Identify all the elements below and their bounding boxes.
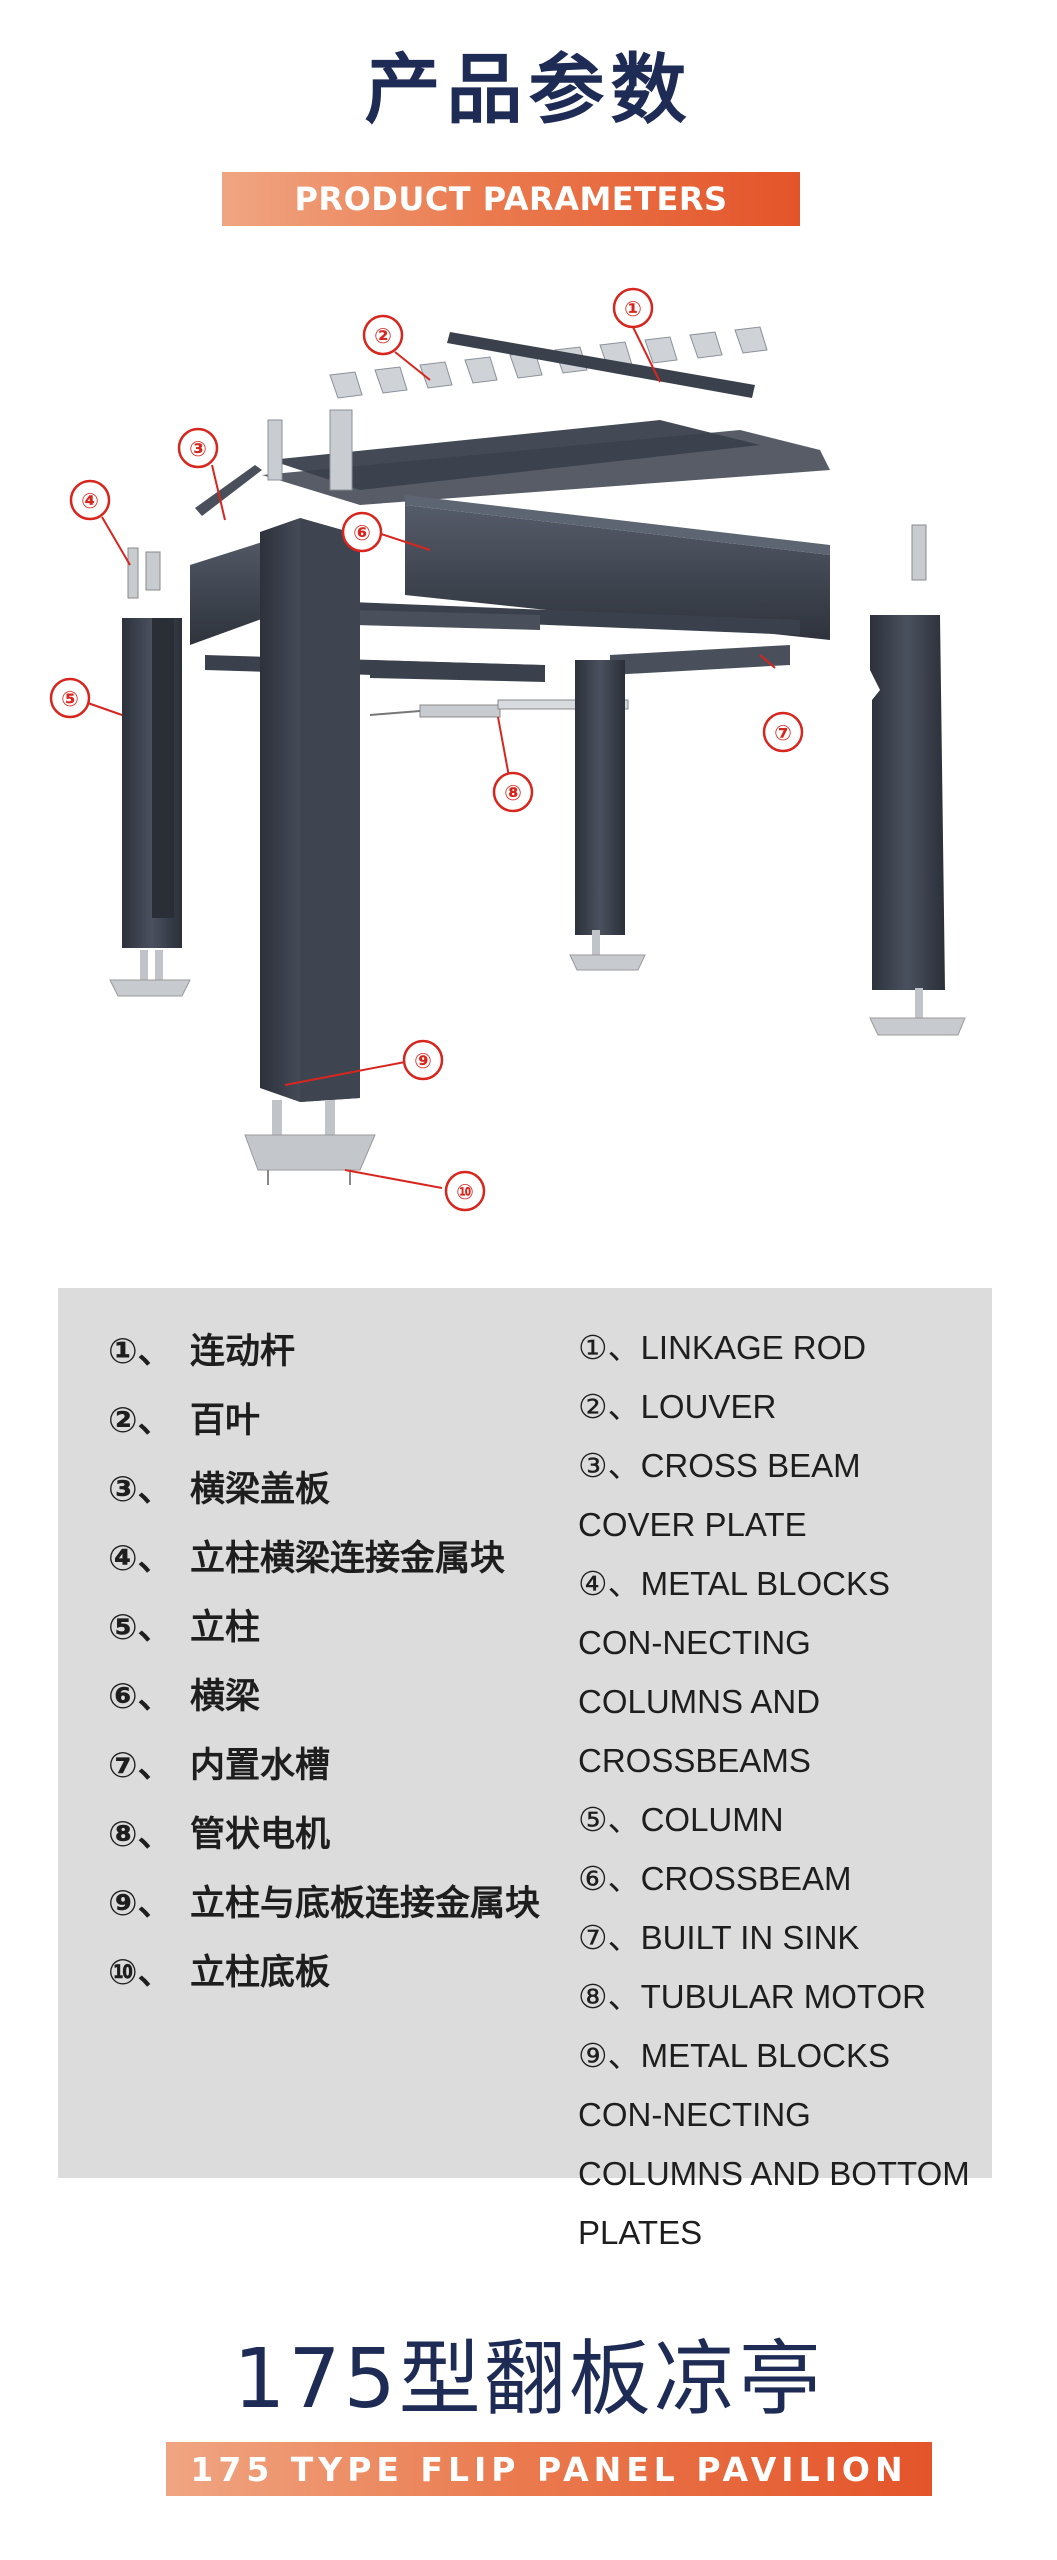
- exploded-diagram: ① ② ③ ④ ⑤ ⑥ ⑦ ⑧: [49, 287, 966, 1212]
- callout-6: ⑥: [341, 511, 383, 553]
- svg-text:⑧: ⑧: [504, 781, 522, 805]
- product-title: 175型翻板凉亭: [233, 2332, 824, 2427]
- beam-cover-plate: [195, 465, 262, 516]
- callout-2: ②: [362, 314, 404, 356]
- svg-text:⑥: ⑥: [353, 521, 371, 545]
- list-item: ⑨、METAL BLOCKS CON-NECTING COLUMNS AND B…: [578, 2037, 970, 2251]
- list-item: ⑦、BUILT IN SINK: [578, 1919, 860, 1956]
- svg-text:①: ①: [624, 297, 642, 321]
- list-item: ⑨、立柱与底板连接金属块: [108, 1884, 541, 1924]
- parts-list-cn: ①、连动杆 ②、百叶 ③、横梁盖板 ④、立柱横梁连接金属块 ⑤、立柱 ⑥、横梁 …: [108, 1318, 548, 2008]
- list-item: ①、LINKAGE ROD: [578, 1329, 867, 1366]
- svg-text:⑦: ⑦: [774, 721, 792, 745]
- list-item: ②、百叶: [108, 1401, 261, 1441]
- list-item: ⑧、TUBULAR MOTOR: [578, 1978, 926, 2015]
- svg-text:⑩: ⑩: [456, 1180, 474, 1204]
- list-item: ①、连动杆: [108, 1332, 296, 1372]
- list-item: ③、CROSS BEAM COVER PLATE: [578, 1447, 861, 1543]
- list-item: ②、LOUVER: [578, 1388, 777, 1425]
- connector-block-right: [911, 524, 927, 581]
- callout-9: ⑨: [402, 1039, 444, 1081]
- svg-text:③: ③: [189, 437, 207, 461]
- list-item: ④、立柱横梁连接金属块: [108, 1539, 506, 1579]
- column-left: [109, 618, 191, 997]
- crossbeam-rear: [300, 600, 800, 635]
- callout-4: ④: [69, 479, 111, 521]
- list-item: ⑩、立柱底板: [108, 1953, 331, 1993]
- list-item: ⑥、CROSSBEAM: [578, 1860, 852, 1897]
- list-item: ⑧、管状电机: [108, 1815, 331, 1855]
- parts-list-en: ①、LINKAGE ROD ②、LOUVER ③、CROSS BEAM COVE…: [578, 1318, 978, 2262]
- product-banner: 175 TYPE FLIP PANEL PAVILION: [166, 2442, 932, 2496]
- svg-text:②: ②: [374, 324, 392, 348]
- list-item: ⑥、横梁: [108, 1677, 261, 1717]
- column-right: [869, 615, 966, 1036]
- subtitle-banner: PRODUCT PARAMETERS: [222, 172, 800, 226]
- list-item: ④、METAL BLOCKS CON-NECTING COLUMNS AND C…: [578, 1565, 890, 1779]
- callout-1: ①: [612, 287, 654, 329]
- callout-10: ⑩: [444, 1170, 486, 1212]
- built-in-sink: [610, 645, 790, 675]
- louver-assembly: [262, 326, 830, 505]
- svg-text:④: ④: [81, 489, 99, 513]
- column-front: [244, 518, 376, 1185]
- page-title: 产品参数: [364, 45, 693, 134]
- linkage-rod: [447, 332, 755, 398]
- list-item: ⑤、立柱: [108, 1608, 261, 1648]
- svg-text:⑨: ⑨: [414, 1049, 432, 1073]
- svg-text:⑤: ⑤: [61, 687, 79, 711]
- tubular-motor: [369, 699, 629, 718]
- callout-7: ⑦: [762, 711, 804, 753]
- callout-8: ⑧: [492, 771, 534, 813]
- callout-3: ③: [177, 427, 219, 469]
- column-rear: [569, 660, 646, 971]
- list-item: ③、横梁盖板: [108, 1470, 331, 1510]
- list-item: ⑤、COLUMN: [578, 1801, 784, 1838]
- list-item: ⑦、内置水槽: [108, 1746, 331, 1786]
- parts-panel: ①、连动杆 ②、百叶 ③、横梁盖板 ④、立柱横梁连接金属块 ⑤、立柱 ⑥、横梁 …: [58, 1288, 992, 2251]
- callout-5: ⑤: [49, 677, 91, 719]
- connector-block-left: [127, 547, 139, 599]
- callout-markers: ① ② ③ ④ ⑤ ⑥ ⑦ ⑧: [49, 287, 804, 1212]
